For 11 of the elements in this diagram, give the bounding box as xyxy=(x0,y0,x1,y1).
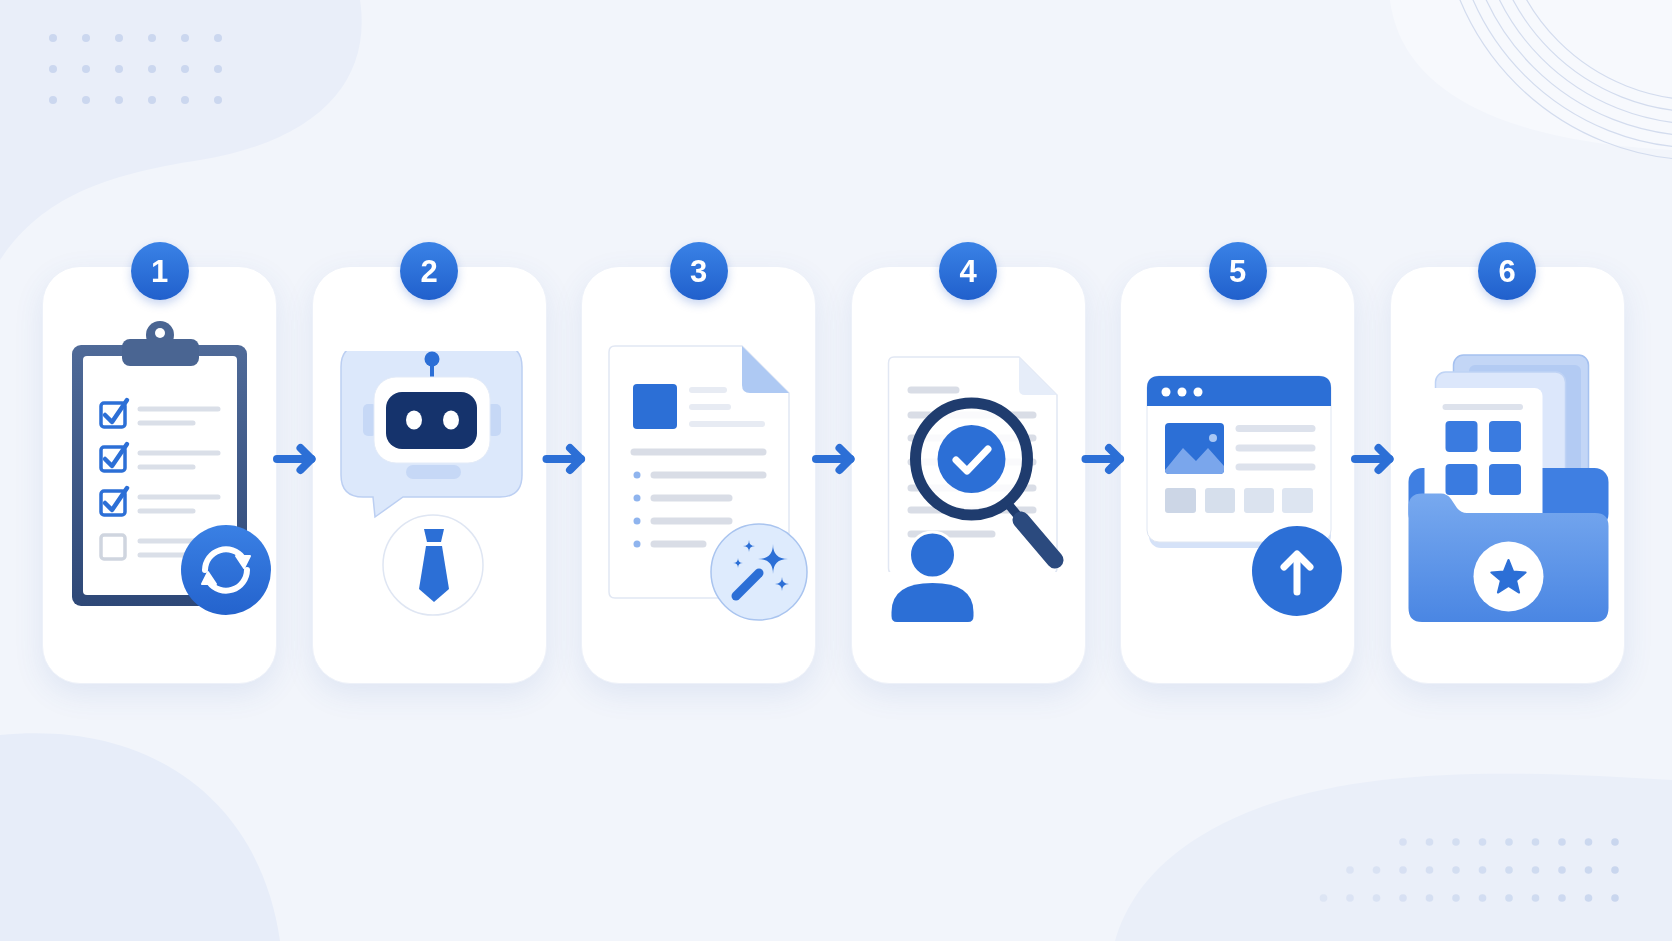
step-number-badge: 5 xyxy=(1208,242,1267,300)
step-number-badge: 1 xyxy=(130,242,189,300)
step-number-badge: 6 xyxy=(1478,242,1536,300)
arrow xyxy=(542,444,585,474)
arrow xyxy=(273,444,316,474)
arrow xyxy=(1351,444,1394,474)
step-number-badge: 3 xyxy=(669,242,728,300)
step-number-badge: 4 xyxy=(939,242,997,300)
step-number-badge: 2 xyxy=(400,242,458,300)
arrow xyxy=(812,444,855,474)
arrow xyxy=(1081,444,1124,474)
